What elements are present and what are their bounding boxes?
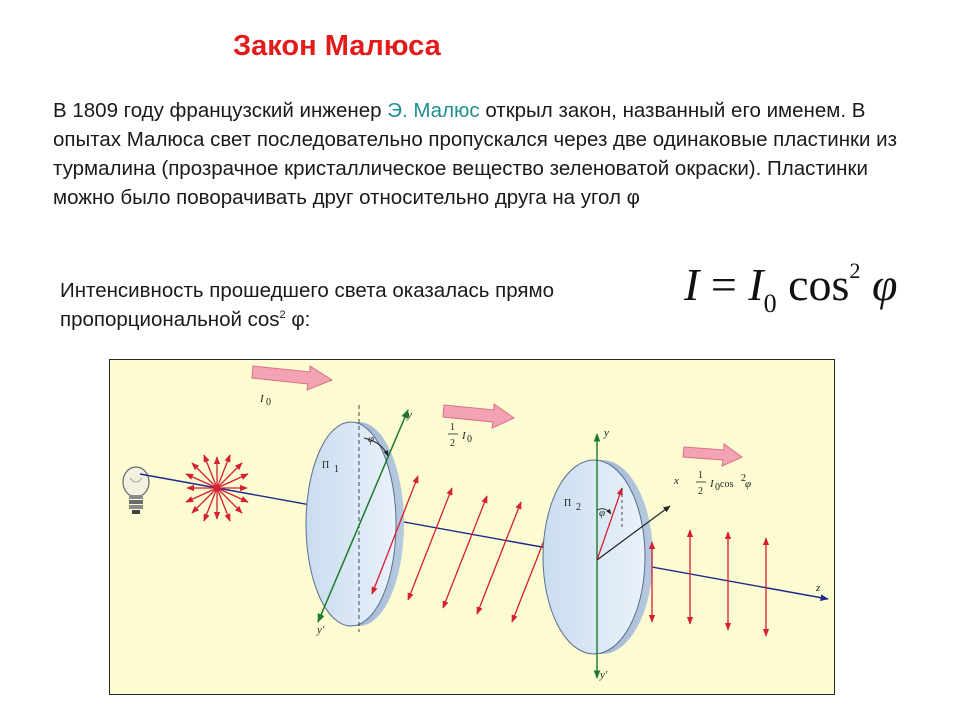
- law-tail: φ:: [285, 308, 311, 331]
- label-p1: П: [322, 460, 329, 471]
- direction-arrow-1: [251, 365, 334, 391]
- label-p1-sub: 1: [334, 464, 339, 475]
- label-half2-pow: 2: [741, 473, 746, 484]
- malus-name: Э. Малюс: [387, 99, 480, 122]
- formula-i0: I: [748, 259, 764, 310]
- formula-sub: 0: [763, 289, 777, 318]
- law-statement: Интенсивность прошедшего света оказалась…: [60, 276, 660, 334]
- intro-paragraph: В 1809 году французский инженер Э. Малюс…: [53, 96, 933, 212]
- intro-text: В 1809 году французский инженер: [53, 99, 388, 122]
- label-y2: y: [603, 427, 609, 439]
- formula-lhs: I: [684, 259, 700, 310]
- label-half2-cos: cos: [720, 479, 733, 490]
- polarizer-2: [542, 433, 671, 679]
- label-half2-phi: φ: [745, 478, 751, 490]
- label-half-num: 1: [450, 422, 455, 433]
- label-half2-i: I: [709, 478, 715, 490]
- polarized-light-2: [648, 529, 770, 637]
- label-phi-1: φ: [368, 433, 374, 445]
- label-x: x: [673, 475, 679, 487]
- intro-rest: открыл закон, названный его именем. В оп…: [53, 99, 898, 209]
- formula-cos: cos: [776, 259, 850, 310]
- label-half-i0-sub: 0: [467, 434, 472, 445]
- label-half2-den: 2: [698, 486, 703, 497]
- direction-arrow-3: [682, 443, 743, 467]
- label-half-i0: I: [461, 430, 467, 442]
- label-half-den: 2: [450, 438, 455, 449]
- label-i0: I: [259, 393, 265, 405]
- direction-arrow-2: [442, 403, 516, 429]
- label-y1: y: [406, 409, 412, 421]
- law-text: Интенсивность прошедшего света оказалась…: [60, 279, 555, 331]
- label-z: z: [815, 582, 821, 594]
- label-y1-prime: y': [316, 624, 325, 636]
- bulb-icon: [122, 466, 150, 514]
- formula-power: 2: [849, 258, 861, 283]
- label-p2: П: [564, 498, 571, 509]
- formula-phi: φ: [860, 259, 898, 310]
- label-y2-prime: y': [599, 669, 608, 681]
- label-i0-sub: 0: [266, 397, 271, 408]
- malus-diagram: I 0 φ П 1 y y' 1 2 I 0: [109, 359, 835, 695]
- page-title: Закон Малюса: [233, 30, 441, 62]
- malus-formula: I = I0 cos2 φ: [684, 258, 898, 317]
- law-exponent: 2: [279, 309, 286, 322]
- label-half2-sub: 0: [715, 482, 720, 493]
- unpolarized-light-star: [185, 454, 249, 522]
- diagram-svg: I 0 φ П 1 y y' 1 2 I 0: [122, 365, 829, 681]
- label-p2-sub: 2: [576, 502, 581, 513]
- z-axis-line: [139, 473, 829, 601]
- label-half2-num: 1: [698, 470, 703, 481]
- label-phi-2: φ: [599, 507, 605, 519]
- formula-equals: =: [699, 259, 749, 310]
- polarizer-1: [305, 405, 409, 632]
